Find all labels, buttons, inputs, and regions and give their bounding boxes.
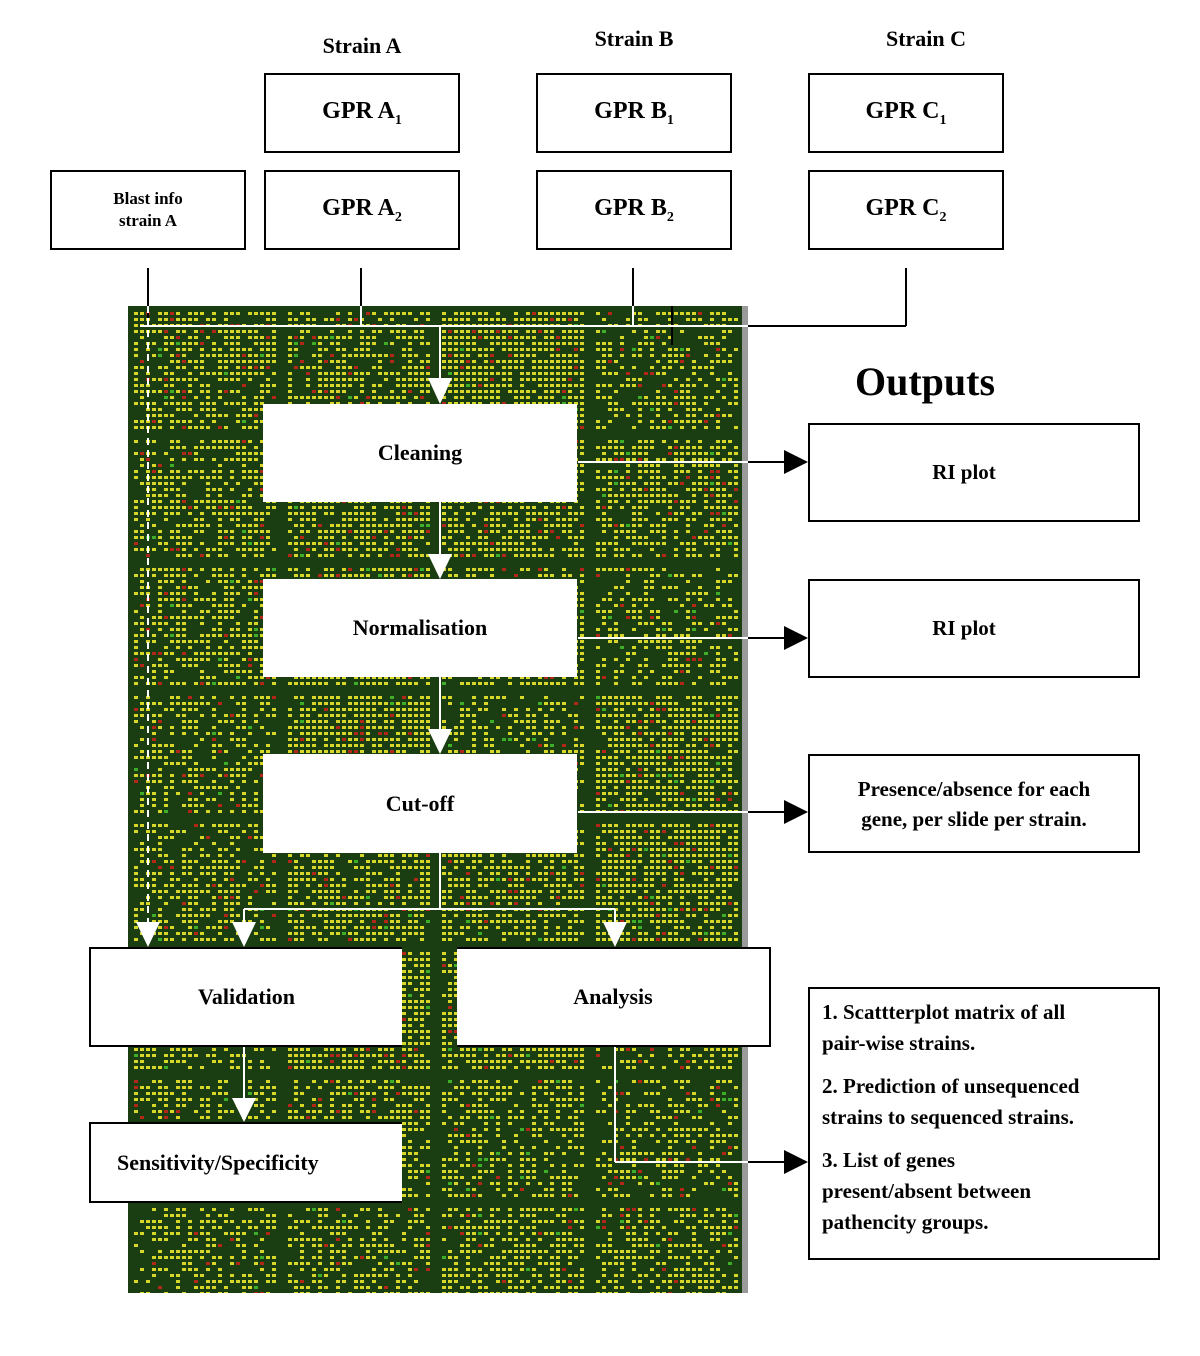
gpr-a1-label: GPR A1: [322, 97, 402, 128]
strain-b-header: Strain B: [594, 26, 674, 51]
cleaning-step: Cleaning: [263, 404, 577, 502]
strain-a-header: Strain A: [322, 33, 402, 58]
gpr-c1-label: GPR C1: [865, 97, 947, 128]
gpr-b1-label: GPR B1: [594, 97, 674, 128]
presence-absence-line1: Presence/absence for each: [857, 776, 1091, 801]
blast-info-line2: strain A: [118, 211, 178, 230]
gpr-c2-box: GPR C2: [808, 170, 1004, 250]
outputs-title: Outputs: [854, 359, 996, 404]
gpr-a1-box: GPR A1: [264, 73, 460, 153]
presence-absence-line2: gene, per slide per strain.: [861, 806, 1087, 831]
normalisation-step: Normalisation: [263, 579, 577, 677]
blast-info-line1: Blast info: [113, 189, 183, 208]
strain-c-header: Strain C: [885, 26, 967, 51]
ri-plot-label-2: RI plot: [932, 616, 996, 640]
list-item: 2. Prediction of unsequenced strains to …: [822, 1074, 1080, 1129]
gpr-a2-label: GPR A2: [322, 194, 402, 225]
gpr-b2-box: GPR B2: [536, 170, 732, 250]
cutoff-step: Cut-off: [263, 754, 577, 853]
gpr-c2-label: GPR C2: [865, 194, 947, 225]
analysis-outputs-list: 1. Scattterplot matrix of all pair-wise …: [808, 987, 1160, 1260]
validation-step: Validation: [89, 947, 402, 1047]
ri-plot-label-1: RI plot: [932, 460, 996, 484]
sensitivity-specificity-step: Sensitivity/Specificity: [89, 1122, 402, 1203]
list-item: 1. Scattterplot matrix of all pair-wise …: [822, 1000, 1066, 1055]
gpr-c1-box: GPR C1: [808, 73, 1004, 153]
ri-plot-box-1: RI plot: [808, 423, 1140, 522]
blast-info-box: Blast info strain A: [50, 170, 246, 250]
gpr-b1-box: GPR B1: [536, 73, 732, 153]
presence-absence-box: Presence/absence for each gene, per slid…: [808, 754, 1140, 853]
analysis-step: Analysis: [457, 947, 771, 1047]
gpr-a2-box: GPR A2: [264, 170, 460, 250]
ri-plot-box-2: RI plot: [808, 579, 1140, 678]
gpr-b2-label: GPR B2: [594, 194, 674, 225]
list-item: 3. List of genes present/absent between …: [822, 1148, 1032, 1234]
